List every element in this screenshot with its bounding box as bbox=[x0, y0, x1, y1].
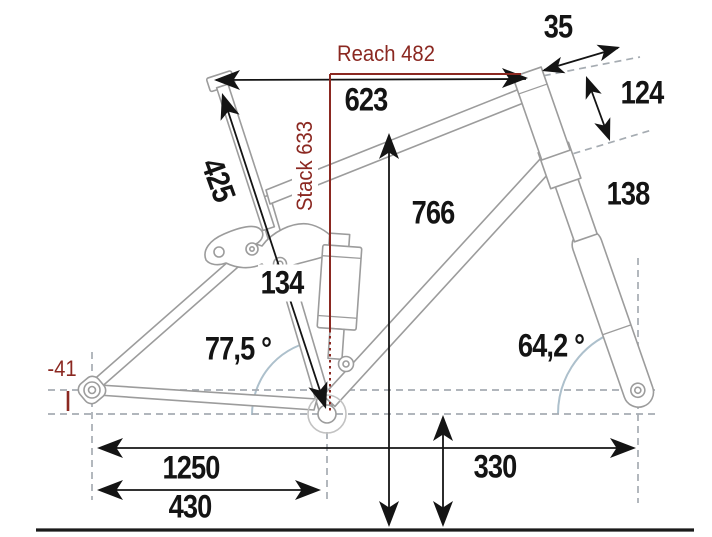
fork-lowers-seam bbox=[602, 324, 632, 336]
fork-assembly bbox=[512, 66, 655, 408]
seat-tube-dim-line bbox=[223, 98, 326, 407]
head-angle-label: 64,2 ° bbox=[517, 327, 585, 364]
head-tube-dim-label: 124 bbox=[620, 74, 665, 111]
head-tube-bottom-perpendicular-line bbox=[561, 129, 653, 158]
shock-body-seam-top bbox=[322, 255, 362, 260]
bb-drop-label: -41 bbox=[47, 356, 77, 381]
rocker-link bbox=[204, 222, 338, 272]
reach-label: Reach 482 bbox=[337, 41, 435, 66]
chainring bbox=[307, 394, 347, 434]
dimension-lines bbox=[97, 44, 636, 527]
wheelbase-label: 1250 bbox=[162, 449, 220, 486]
stem-dim-label: 35 bbox=[543, 8, 573, 45]
seat-angle-label: 77,5 ° bbox=[204, 330, 272, 367]
shock-body-seam-bottom bbox=[317, 314, 357, 319]
top-tube-dim-label: 623 bbox=[344, 81, 389, 118]
rear-axle-center bbox=[87, 385, 97, 395]
stack-label: Stack 633 bbox=[292, 118, 318, 214]
rear-shock bbox=[316, 232, 363, 361]
rocker-pivot-mid-center bbox=[249, 246, 256, 253]
top-tube-dim-line bbox=[215, 78, 527, 81]
fork-dim-label: 138 bbox=[606, 175, 651, 212]
head-tube-dim-line bbox=[588, 83, 608, 134]
rocker-body bbox=[204, 222, 338, 271]
rocker-pivot-front bbox=[213, 246, 225, 258]
fork-lowers bbox=[571, 229, 655, 408]
front-axle-center bbox=[634, 386, 642, 395]
bb-height-label: 330 bbox=[473, 448, 518, 485]
link-dim-label: 134 bbox=[258, 264, 306, 302]
head-angle-arc bbox=[557, 333, 609, 415]
bottom-bracket bbox=[317, 404, 337, 424]
standover-dim-label: 766 bbox=[411, 194, 456, 231]
seatstay bbox=[89, 245, 255, 391]
head-tube-top-cap-seam bbox=[518, 83, 548, 95]
shock-lower-eyelet-center bbox=[342, 360, 350, 368]
reach-stack-lines bbox=[66, 73, 521, 413]
chainstay bbox=[97, 384, 318, 411]
head-tube bbox=[512, 66, 571, 161]
head-tube-top-perpendicular-line bbox=[531, 56, 641, 79]
chainstay-label: 430 bbox=[168, 488, 213, 525]
